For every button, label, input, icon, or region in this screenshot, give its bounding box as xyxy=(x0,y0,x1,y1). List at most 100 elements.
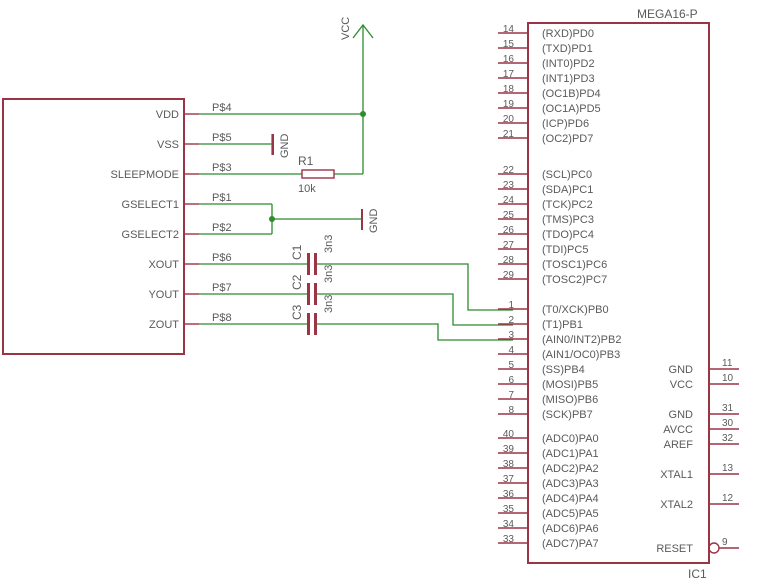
mcu-pin-number: 21 xyxy=(503,129,515,140)
mcu-pin-35[interactable]: 35(ADC5)PA5 xyxy=(498,504,599,520)
mcu-pin-number: 31 xyxy=(722,403,734,414)
mcu-pin-15[interactable]: 15(TXD)PD1 xyxy=(498,39,593,55)
mcu-pin-16[interactable]: 16 (INT0)PD2 xyxy=(498,54,595,70)
sensor-pin-label: VDD xyxy=(156,109,179,121)
mcu-pin-number: 16 xyxy=(503,54,515,65)
mcu-pin-25[interactable]: 25(TMS)PC3 xyxy=(498,210,594,226)
mcu-pin-2[interactable]: 2(T1)PB1 xyxy=(498,315,583,331)
mcu-pin-label: (OC1A)PD5 xyxy=(542,103,601,115)
sensor-symbol[interactable]: VDDP$4VSSP$5SLEEPMODEP$3GSELECT1P$1GSELE… xyxy=(2,98,232,355)
sensor-pin-label: GSELECT1 xyxy=(122,199,179,211)
mcu-pin-34[interactable]: 34(ADC6)PA6 xyxy=(498,519,599,535)
mcu-pin-26[interactable]: 26(TDO)PC4 xyxy=(498,225,594,241)
mcu-pin-5[interactable]: 5(SS)PB4 xyxy=(498,360,585,376)
mcu-pin-number: 35 xyxy=(503,504,515,515)
gnd-symbol-2[interactable]: GND xyxy=(361,209,380,234)
mcu-pin-label: (TDI)PC5 xyxy=(542,244,588,256)
mcu-pin-number: 33 xyxy=(503,534,515,545)
mcu-pin-29[interactable]: 29(TOSC2)PC7 xyxy=(498,270,607,286)
mcu-pin-number: 29 xyxy=(503,270,515,281)
capacitor-name: C2 xyxy=(290,274,304,290)
mcu-pin-23[interactable]: 23(SDA)PC1 xyxy=(498,180,593,196)
mcu-pin-17[interactable]: 17(INT1)PD3 xyxy=(498,69,595,85)
mcu-pin-28[interactable]: 28(TOSC1)PC6 xyxy=(498,255,607,271)
gnd-label-1: GND xyxy=(279,134,291,159)
mcu-pin-8[interactable]: 8(SCK)PB7 xyxy=(498,405,593,421)
mcu-pin-label: (AIN0/INT2)PB2 xyxy=(542,334,621,346)
mcu-pin-number: 1 xyxy=(508,300,514,311)
mcu-pin-33[interactable]: 33 (ADC7)PA7 xyxy=(498,534,599,550)
mcu-pin-7[interactable]: 7(MISO)PB6 xyxy=(498,390,598,406)
mcu-pin-14[interactable]: 14 (RXD)PD0 xyxy=(498,24,594,40)
mcu-pin-label: (RXD)PD0 xyxy=(542,28,594,40)
mcu-pin-21[interactable]: 21 (OC2)PD7 xyxy=(498,129,593,145)
mcu-pin-number: 24 xyxy=(503,195,515,206)
sensor-pin-label: SLEEPMODE xyxy=(111,169,179,181)
capacitor-value: 3n3 xyxy=(323,265,335,283)
mcu-pin-label: (ADC0)PA0 xyxy=(542,433,599,445)
mcu-pin-3[interactable]: 3(AIN0/INT2)PB2 xyxy=(498,330,621,346)
mcu-pin-label: (INT0)PD2 xyxy=(542,58,595,70)
mcu-pin-number: 36 xyxy=(503,489,515,500)
resistor-r1[interactable]: R1 10k xyxy=(298,154,335,195)
mcu-pin-number: 8 xyxy=(508,405,514,416)
mcu-symbol[interactable]: MEGA16-P IC1 14(RXD)PD015(TXD)PD116(INT0… xyxy=(498,7,739,581)
mcu-pin-24[interactable]: 24(TCK)PC2 xyxy=(498,195,593,211)
mcu-pin-number: 38 xyxy=(503,459,515,470)
mcu-pin-label: (ADC7)PA7 xyxy=(542,538,599,550)
sensor-pin-group: VDDP$4VSSP$5SLEEPMODEP$3GSELECT1P$1GSELE… xyxy=(111,102,232,331)
mcu-pin-38[interactable]: 38 (ADC2)PA2 xyxy=(498,459,599,475)
mcu-pin-label: (ADC4)PA4 xyxy=(542,493,599,505)
mcu-pin-39[interactable]: 39(ADC1)PA1 xyxy=(498,444,599,460)
sensor-pin-gselect1[interactable]: GSELECT1 P$1 xyxy=(122,192,232,211)
mcu-pin-label: (INT1)PD3 xyxy=(542,73,595,85)
sensor-net-label: P$2 xyxy=(212,222,232,234)
mcu-pin-number: 28 xyxy=(503,255,515,266)
junction-vcc xyxy=(360,111,366,117)
mcu-pin-number: 6 xyxy=(508,375,514,386)
mcu-pin-1[interactable]: 1(T0/XCK)PB0 xyxy=(498,300,609,316)
mcu-pin-19[interactable]: 19(OC1A)PD5 xyxy=(498,99,601,115)
mcu-pin-label: (TXD)PD1 xyxy=(542,43,593,55)
mcu-pin-36[interactable]: 36 (ADC4)PA4 xyxy=(498,489,599,505)
gnd-symbol-1[interactable]: GND xyxy=(272,134,291,159)
vcc-symbol[interactable]: VCC xyxy=(340,17,374,174)
mcu-pin-18[interactable]: 18(OC1B)PD4 xyxy=(498,84,601,100)
mcu-pin-37[interactable]: 37(ADC3)PA3 xyxy=(498,474,599,490)
sensor-body xyxy=(2,98,185,355)
mcu-pin-40[interactable]: 40(ADC0)PA0 xyxy=(498,429,599,445)
mcu-pin-27[interactable]: 27(TDI)PC5 xyxy=(498,240,588,256)
mcu-pin-22[interactable]: 22(SCL)PC0 xyxy=(498,165,592,181)
mcu-pin-label: (OC2)PD7 xyxy=(542,133,593,145)
sensor-net-label: P$1 xyxy=(212,192,232,204)
mcu-pin-number: 14 xyxy=(503,24,515,35)
capacitor-name: C3 xyxy=(290,304,304,320)
mcu-pin-label: (ADC2)PA2 xyxy=(542,463,599,475)
mcu-pin-number: 12 xyxy=(722,493,734,504)
capacitor-c2[interactable]: C2 3n3 xyxy=(290,265,335,305)
mcu-pin-4[interactable]: 4(AIN1/OC0)PB3 xyxy=(498,345,620,361)
mcu-pin-number: 18 xyxy=(503,84,515,95)
mcu-pin-label: GND xyxy=(669,409,694,421)
mcu-pin-20[interactable]: 20(ICP)PD6 xyxy=(498,114,589,130)
mcu-pin-6[interactable]: 6(MOSI)PB5 xyxy=(498,375,598,391)
